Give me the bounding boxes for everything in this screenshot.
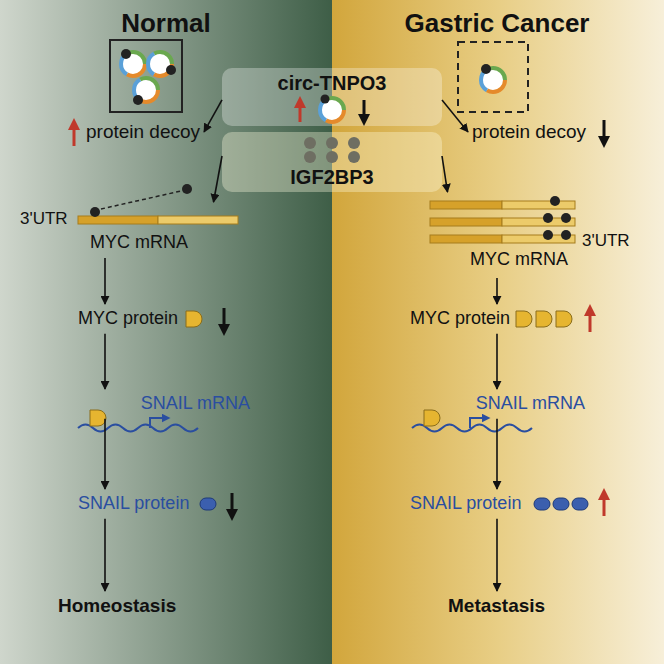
connector-arrow	[496, 278, 498, 304]
connector-arrow	[496, 419, 498, 489]
outcome-node: Metastasis	[448, 595, 545, 617]
down-arrow	[231, 493, 234, 515]
connector-arrow	[104, 334, 106, 389]
up-arrow	[73, 124, 76, 146]
node-text: Homeostasis	[58, 595, 176, 617]
connector-arrow	[204, 100, 222, 132]
connector-arrow	[496, 334, 498, 389]
node-text: MYC protein	[410, 308, 510, 329]
node-text: protein decoy	[86, 121, 200, 143]
node-text: MYC mRNA	[90, 232, 188, 253]
connector-arrow	[442, 156, 448, 192]
mrna-node: 3'UTR MYC mRNA	[425, 195, 650, 273]
text-node: protein decoy	[86, 121, 200, 143]
node-text: IGF2BP3	[222, 166, 442, 189]
igf-dots	[304, 137, 360, 163]
circ-box	[110, 40, 182, 112]
release-line	[101, 191, 181, 209]
text-node: SNAIL mRNA	[75, 393, 250, 414]
node-text: SNAIL protein	[78, 493, 189, 514]
node-text: SNAIL mRNA	[75, 393, 250, 414]
connector-arrow	[214, 156, 223, 202]
text-node: protein decoy	[472, 121, 586, 143]
circrna-box: circ-TNPO3	[222, 68, 442, 126]
igf-panel	[222, 132, 442, 192]
mrna-bars	[430, 201, 575, 243]
node-text: MYC mRNA	[470, 249, 568, 270]
text-node: SNAIL protein	[78, 493, 189, 514]
down-arrow	[223, 308, 226, 330]
node-text: SNAIL protein	[410, 493, 521, 514]
up-arrow	[299, 102, 302, 122]
mrna-node: 3'UTR MYC mRNA	[20, 205, 235, 253]
up-arrow	[603, 494, 606, 516]
node-text: Metastasis	[448, 595, 545, 617]
connector-arrow	[104, 258, 106, 304]
down-arrow	[603, 120, 606, 142]
outcome-node: Homeostasis	[58, 595, 176, 617]
down-arrow	[363, 100, 366, 120]
circ-box-dashed	[458, 42, 528, 112]
connector-arrow	[496, 519, 498, 591]
promoter-arrow	[150, 418, 166, 428]
up-arrow	[589, 310, 592, 332]
connector-arrow	[442, 100, 468, 132]
text-node: MYC protein	[410, 308, 510, 329]
connector-arrow	[104, 419, 106, 489]
node-text: SNAIL mRNA	[410, 393, 585, 414]
node-text: circ-TNPO3	[222, 72, 442, 95]
text-node: SNAIL mRNA	[410, 393, 585, 414]
node-text: 3'UTR	[582, 231, 630, 251]
circ-panel	[222, 68, 442, 126]
protein-box: IGF2BP3	[222, 132, 442, 192]
node-text: MYC protein	[78, 308, 178, 329]
panel-heading: Gastric Cancer	[405, 8, 590, 39]
node-text: 3'UTR	[20, 209, 68, 229]
text-node: MYC protein	[78, 308, 178, 329]
mrna-bar	[78, 216, 238, 224]
text-node: SNAIL protein	[410, 493, 521, 514]
connector-arrow	[104, 519, 106, 591]
panel-heading: Normal	[121, 8, 211, 39]
node-text: protein decoy	[472, 121, 586, 143]
promoter-arrow	[470, 418, 486, 428]
